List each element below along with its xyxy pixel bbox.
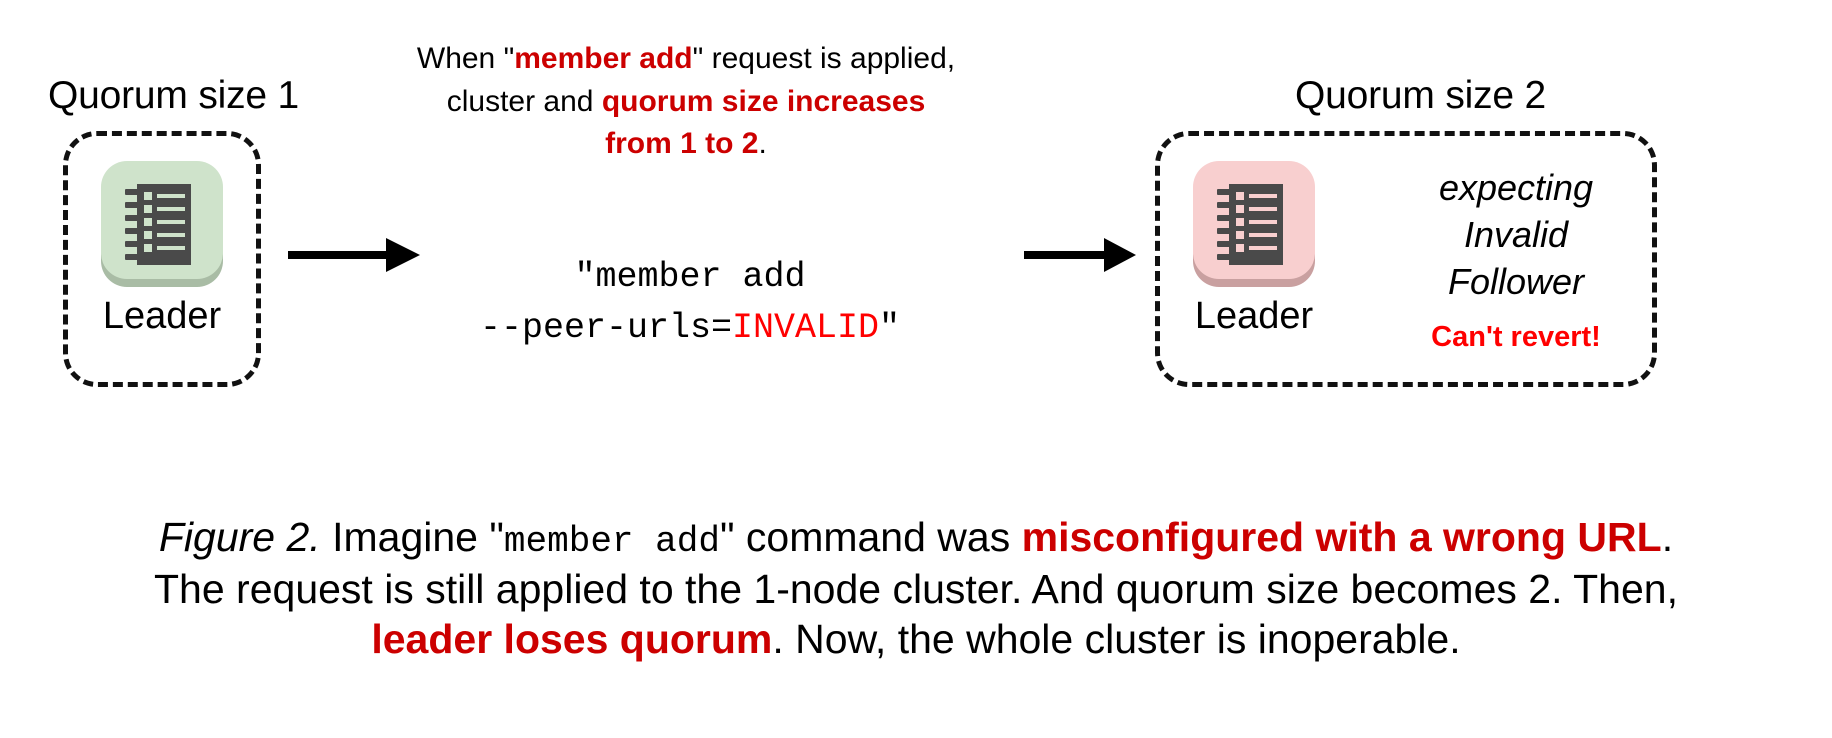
top-note-l1c: " request is applied, bbox=[692, 42, 956, 75]
arrow-leader-to-command bbox=[286, 230, 424, 285]
top-note-l1a: When " bbox=[416, 42, 515, 75]
caption-line-3: leader loses quorum. Now, the whole clus… bbox=[46, 614, 1786, 664]
right-node-icon-wrap bbox=[1190, 157, 1318, 287]
left-node-label: Leader bbox=[102, 295, 222, 337]
top-note-l3c: . bbox=[758, 127, 767, 161]
left-cluster-box bbox=[63, 131, 261, 387]
server-node-icon bbox=[1193, 161, 1315, 279]
top-note-quorum-increases: quorum size increases bbox=[601, 84, 926, 118]
caption-l1d: " command was bbox=[719, 514, 1022, 560]
caption-figure-number: Figure 2. bbox=[158, 514, 321, 560]
expecting-line-3: Follower bbox=[1447, 260, 1585, 302]
command-line-1: "member add bbox=[574, 257, 806, 297]
expecting-line-1: expecting bbox=[1438, 167, 1594, 208]
caption-line-1: Figure 2. Imagine "member add" command w… bbox=[46, 512, 1786, 564]
left-cluster-title: Quorum size 1 bbox=[48, 74, 299, 117]
caption-l1f: . bbox=[1661, 514, 1674, 560]
command-line-2: --peer-urls=INVALID" bbox=[470, 303, 910, 354]
top-annotation-line-2: cluster and quorum size increases bbox=[366, 81, 1006, 124]
top-annotation-line-1: When "member add" request is applied, bbox=[366, 38, 1006, 81]
figure-caption: Figure 2. Imagine "member add" command w… bbox=[46, 512, 1786, 664]
top-annotation-line-3: from 1 to 2. bbox=[366, 123, 1006, 166]
command-text: "member add --peer-urls=INVALID" bbox=[470, 252, 910, 354]
command-closing-quote: " bbox=[879, 307, 901, 348]
command-flag: --peer-urls= bbox=[479, 307, 732, 348]
caption-line-2: The request is still applied to the 1-no… bbox=[154, 565, 1678, 612]
right-cluster-status: expecting Invalid Follower Can't revert! bbox=[1396, 165, 1636, 352]
server-node-icon bbox=[101, 161, 223, 279]
cant-revert-warning: Can't revert! bbox=[1431, 321, 1601, 354]
caption-member-add-command: member add bbox=[503, 521, 720, 562]
arrow-command-to-cluster bbox=[1022, 230, 1140, 285]
caption-misconfigured-highlight: misconfigured with a wrong URL bbox=[1021, 514, 1662, 560]
left-cluster-node: Leader bbox=[91, 157, 233, 335]
caption-leader-loses-quorum-highlight: leader loses quorum bbox=[371, 615, 773, 662]
top-note-l2a: cluster and bbox=[446, 84, 602, 118]
right-cluster-node: Leader bbox=[1183, 157, 1325, 335]
top-annotation: When "member add" request is applied, cl… bbox=[366, 38, 1006, 166]
caption-l3b: . Now, the whole cluster is inoperable. bbox=[772, 615, 1461, 662]
right-cluster-title: Quorum size 2 bbox=[1295, 74, 1546, 117]
right-node-label: Leader bbox=[1194, 295, 1314, 337]
right-cluster-box bbox=[1155, 131, 1657, 387]
top-note-member-add: member add bbox=[514, 42, 693, 75]
command-invalid-value: INVALID bbox=[732, 307, 880, 348]
left-node-icon-wrap bbox=[98, 157, 226, 287]
caption-l1b: Imagine " bbox=[320, 514, 504, 560]
expecting-line-2: Invalid bbox=[1463, 213, 1569, 255]
top-note-from-1-to-2: from 1 to 2 bbox=[605, 127, 759, 161]
